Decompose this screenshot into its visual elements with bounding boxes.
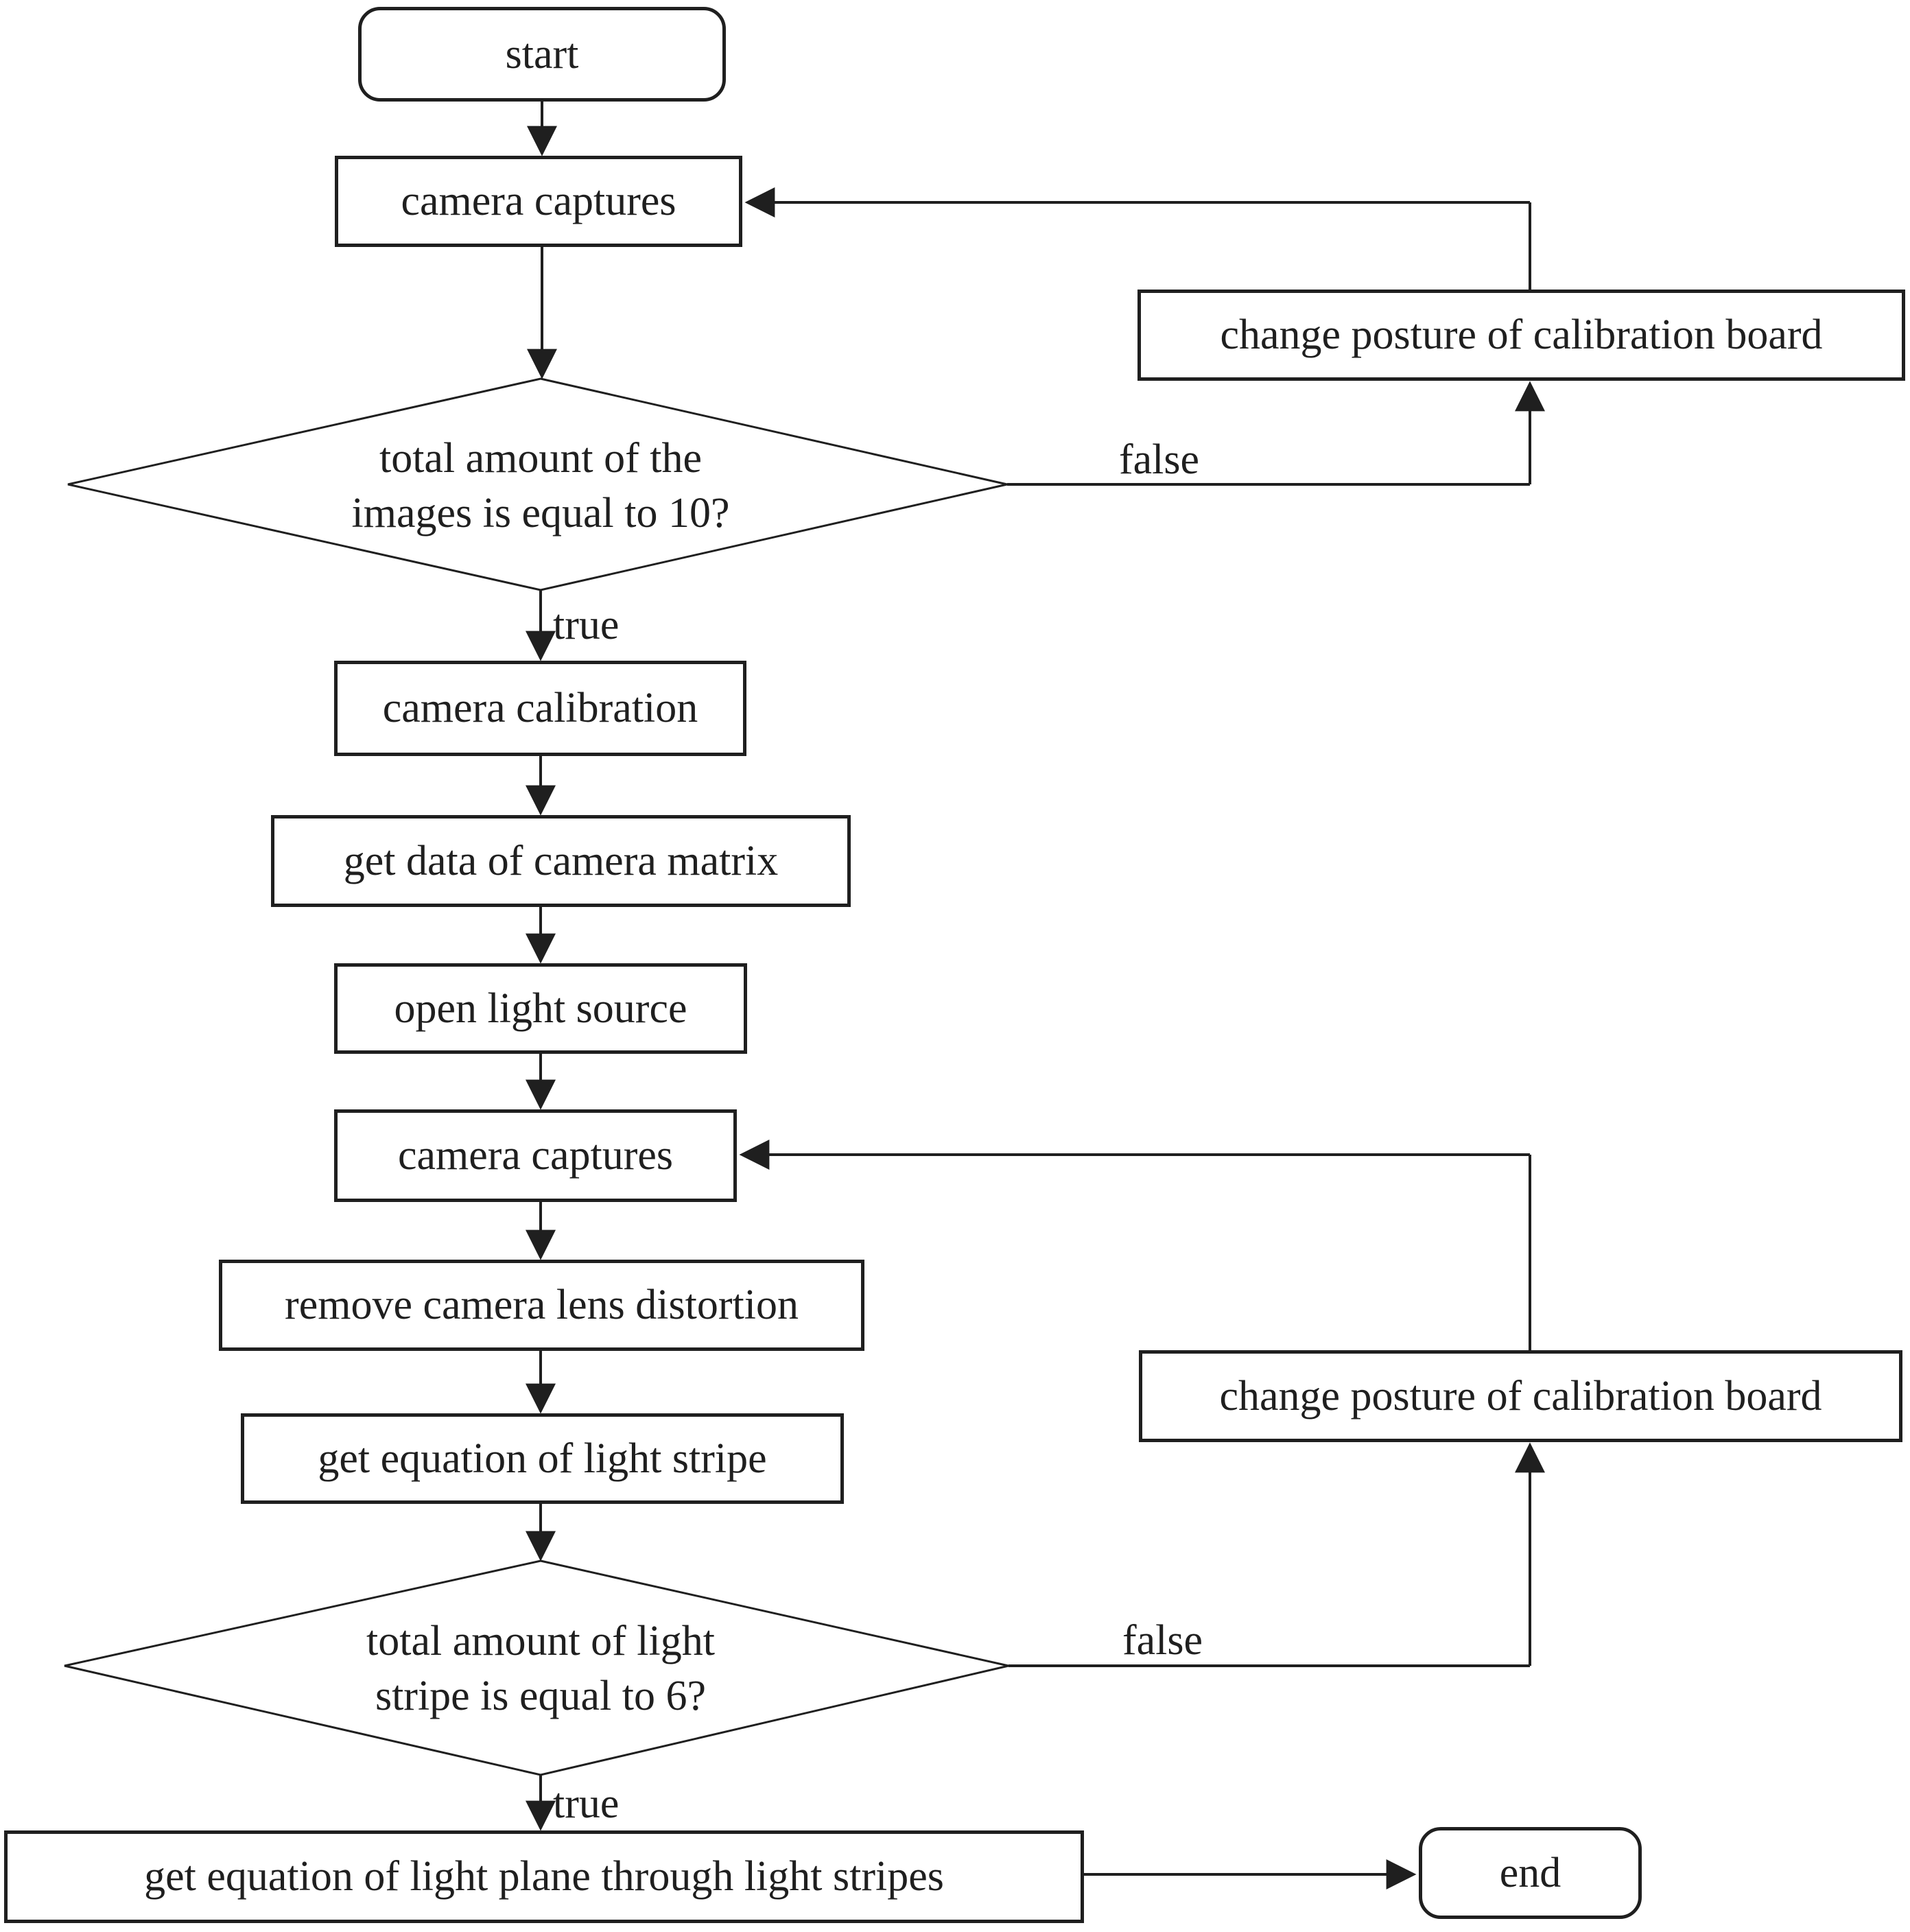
node-get-light-stripe: get equation of light stripe [241, 1413, 844, 1504]
decision-images-label-line2: images is equal to 10? [351, 490, 730, 537]
node-end: end [1419, 1827, 1642, 1919]
node-open-light-source-label: open light source [394, 985, 687, 1032]
decision-stripes-label: total amount of light stripe is equal to… [232, 1614, 849, 1723]
node-change-posture-1: change posture of calibration board [1137, 290, 1905, 381]
edge-label-true-1: true [553, 602, 620, 648]
edge-label-true-2: true [553, 1780, 620, 1827]
node-get-light-stripe-label: get equation of light stripe [318, 1435, 767, 1482]
decision-images-label: total amount of the images is equal to 1… [232, 431, 849, 541]
node-camera-calibration: camera calibration [334, 661, 746, 756]
node-change-posture-2: change posture of calibration board [1139, 1350, 1902, 1442]
edge-label-false-1: false [1119, 436, 1200, 483]
node-change-posture-1-label: change posture of calibration board [1220, 311, 1823, 359]
node-remove-distortion-label: remove camera lens distortion [285, 1282, 799, 1329]
node-remove-distortion: remove camera lens distortion [219, 1260, 864, 1351]
node-camera-calibration-label: camera calibration [382, 685, 698, 732]
node-start-label: start [505, 30, 579, 78]
edge-label-false-2: false [1122, 1617, 1203, 1664]
decision-stripes-label-line2: stripe is equal to 6? [375, 1673, 707, 1719]
node-open-light-source: open light source [334, 963, 747, 1054]
node-camera-captures-2: camera captures [334, 1109, 737, 1202]
node-end-label: end [1499, 1849, 1561, 1896]
node-camera-captures-1: camera captures [335, 156, 742, 247]
node-change-posture-2-label: change posture of calibration board [1219, 1372, 1822, 1419]
node-get-light-plane-label: get equation of light plane through ligh… [144, 1853, 944, 1900]
node-start: start [358, 7, 726, 102]
node-camera-captures-2-label: camera captures [397, 1132, 673, 1179]
node-get-camera-matrix: get data of camera matrix [271, 815, 851, 907]
node-get-light-plane: get equation of light plane through ligh… [4, 1830, 1084, 1923]
decision-images-label-line1: total amount of the [379, 435, 703, 482]
node-get-camera-matrix-label: get data of camera matrix [343, 837, 779, 884]
decision-stripes-label-line1: total amount of light [366, 1618, 715, 1664]
node-camera-captures-1-label: camera captures [401, 178, 676, 225]
